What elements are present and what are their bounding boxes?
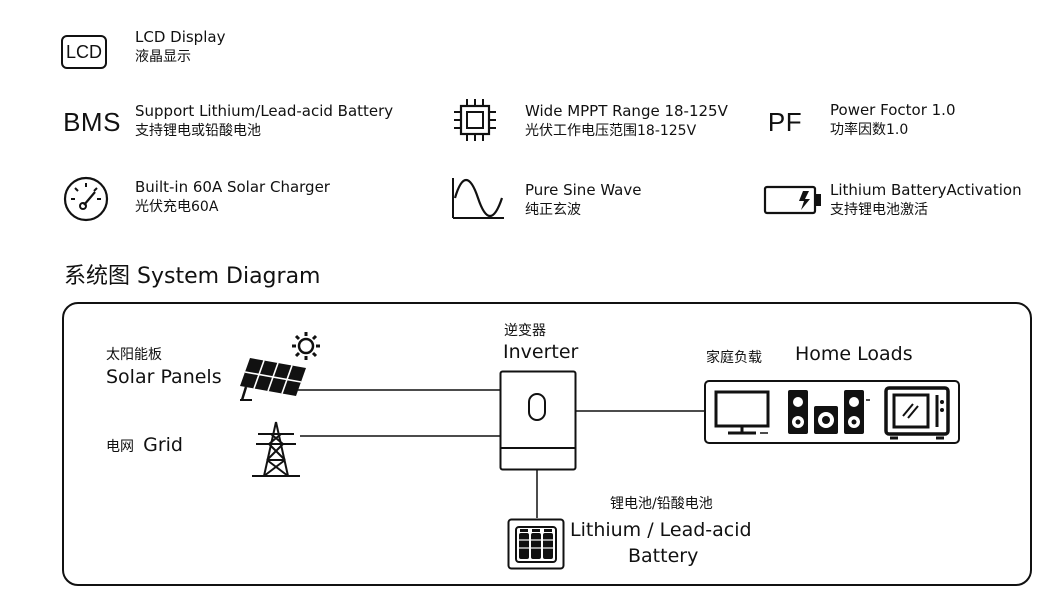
- grid-label: 电网 Grid: [106, 434, 183, 456]
- inverter-label-zh: 逆变器: [504, 323, 546, 339]
- feature-bms: Support Lithium/Lead-acid Battery 支持锂电或铅…: [135, 101, 393, 141]
- inverter-label-en: Inverter: [503, 341, 579, 363]
- feature-sine-en: Pure Sine Wave: [525, 181, 642, 199]
- feature-charger: Built-in 60A Solar Charger 光伏充电60A: [135, 177, 330, 217]
- battery-pack-icon: [507, 518, 565, 574]
- lcd-icon: LCD: [60, 34, 108, 70]
- feature-bms-en: Support Lithium/Lead-acid Battery: [135, 102, 394, 120]
- feature-charger-zh: 光伏充电60A: [135, 199, 219, 215]
- lcd-icon-label: LCD: [65, 41, 102, 62]
- pf-icon-label: PF: [767, 106, 803, 137]
- home-loads-label-en: Home Loads: [795, 343, 913, 365]
- feature-lcd-zh: 液晶显示: [135, 49, 191, 65]
- feature-activation-zh: 支持锂电池激活: [830, 202, 928, 218]
- feature-lcd: LCD Display 液晶显示: [135, 27, 225, 67]
- feature-pf-en: Power Foctor 1.0: [830, 101, 956, 119]
- pf-icon: PF: [762, 104, 808, 140]
- feature-mppt-en: Wide MPPT Range 18-125V: [525, 102, 728, 120]
- feature-pf: Power Foctor 1.0 功率因数1.0: [830, 100, 956, 140]
- home-loads-icon: [704, 380, 960, 448]
- bms-icon: BMS: [58, 104, 126, 140]
- solar-label-zh: 太阳能板: [106, 347, 162, 363]
- section-title: 系统图 System Diagram: [64, 264, 321, 289]
- feature-bms-zh: 支持锂电或铅酸电池: [135, 123, 261, 139]
- feature-mppt-zh: 光伏工作电压范围18-125V: [525, 123, 697, 139]
- bms-icon-label: BMS: [63, 106, 121, 137]
- sine-wave-icon: [450, 176, 506, 220]
- feature-activation: Lithium BatteryActivation 支持锂电池激活: [830, 180, 1022, 220]
- grid-label-zh: 电网: [106, 439, 134, 455]
- feature-lcd-en: LCD Display: [135, 28, 226, 46]
- system-diagram-frame: [62, 302, 1032, 586]
- battery-label-zh: 锂电池/铅酸电池: [610, 496, 713, 512]
- feature-sine: Pure Sine Wave 纯正玄波: [525, 180, 641, 220]
- transmission-tower-icon: [250, 420, 302, 482]
- home-loads-label-zh: 家庭负载: [706, 350, 762, 366]
- battery-icon: [763, 183, 823, 217]
- feature-sine-zh: 纯正玄波: [525, 202, 581, 218]
- sun-icon: [290, 330, 322, 366]
- battery-label-en-line2: Battery: [628, 545, 699, 567]
- gauge-icon: [62, 175, 110, 223]
- solar-panel-icon: [236, 354, 308, 406]
- inverter-icon: [499, 370, 577, 476]
- grid-label-en: Grid: [143, 434, 183, 456]
- feature-pf-zh: 功率因数1.0: [830, 122, 909, 138]
- feature-mppt: Wide MPPT Range 18-125V 光伏工作电压范围18-125V: [525, 101, 728, 141]
- feature-charger-en: Built-in 60A Solar Charger: [135, 178, 330, 196]
- chip-icon: [452, 97, 498, 143]
- battery-label-en-line1: Lithium / Lead-acid: [570, 519, 752, 541]
- solar-label-en: Solar Panels: [106, 366, 222, 388]
- feature-activation-en: Lithium BatteryActivation: [830, 181, 1022, 199]
